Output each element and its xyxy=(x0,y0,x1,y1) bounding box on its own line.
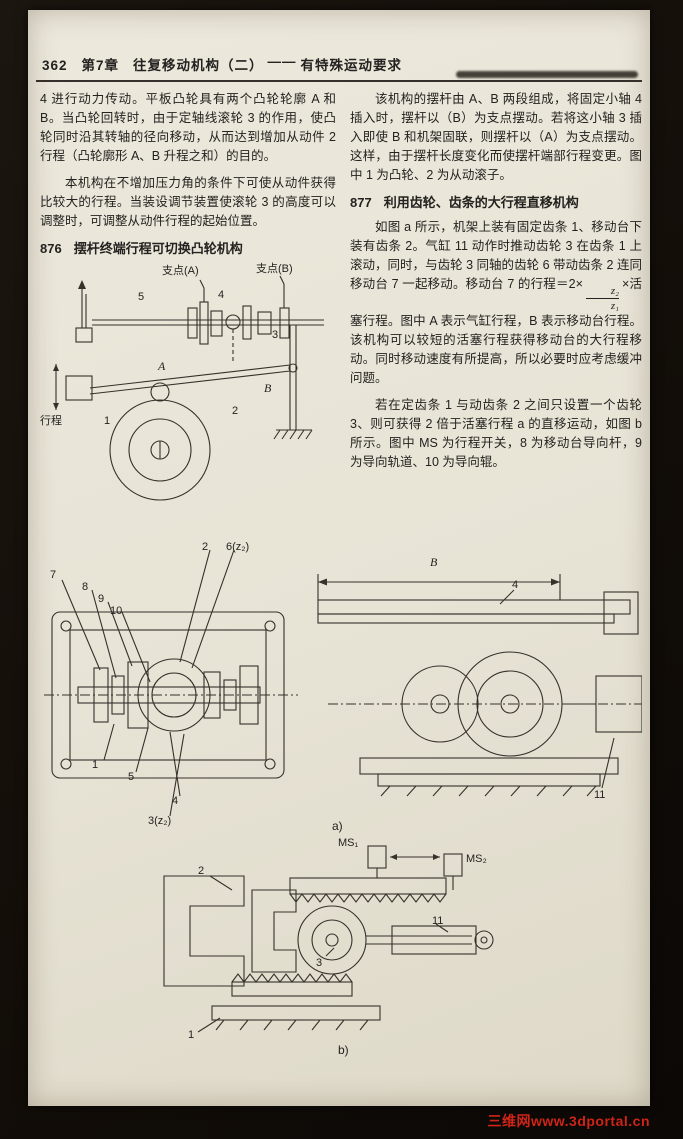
formula-text-after: ×活塞行程。图中 A 表示气缸行程，B 表示移动台行程。该机构可以较短的活塞行程… xyxy=(350,277,642,386)
fraction-denominator: z₁ xyxy=(585,297,619,313)
section-number: 877 xyxy=(350,195,372,210)
chapter-label: 第7章 xyxy=(81,58,120,73)
formula-text-before: 如图 a 所示，机架上装有固定齿条 1、移动台下装有齿条 2。气缸 11 动作时… xyxy=(350,220,642,291)
page-header: 362 第7章 往复移动机构（二） —— 有特殊运动要求 xyxy=(42,54,402,74)
figure-label-4: 4 xyxy=(218,289,225,301)
figure-label-10: 10 xyxy=(110,605,123,617)
figure-label-5: 5 xyxy=(128,771,135,783)
figure-label-pivot-a: 支点(A) xyxy=(162,265,199,277)
figure-877b-drawing xyxy=(163,845,494,1033)
figure-label-3: 3 xyxy=(316,957,323,969)
page-number: 362 xyxy=(42,58,68,73)
figure-label-2: 2 xyxy=(198,865,205,877)
figure-label-5: 5 xyxy=(138,291,145,303)
figure-tag-a: a) xyxy=(332,819,343,833)
figure-label-stroke-dim: 行程 xyxy=(40,415,62,427)
figure-876: 支点(A) 支点(B) 5 4 3 A B 1 2 行程 xyxy=(40,264,336,516)
figure-label-ms2: MS₂ xyxy=(466,853,487,865)
figure-label-dim-b: B xyxy=(430,555,438,569)
scan-smudge-artifact xyxy=(456,71,638,78)
figure-877a: 7 8 9 10 2 6(z₂) 1 5 4 3(z₂) B 4 11 a) xyxy=(42,542,642,834)
figure-label-a: A xyxy=(158,359,166,373)
figure-label-7: 7 xyxy=(50,569,57,581)
figure-876-drawing xyxy=(53,275,324,501)
paragraph: 若在定齿条 1 与动齿条 2 之间只设置一个齿轮 3、则可获得 2 倍于活塞行程… xyxy=(350,398,642,470)
figure-label-1: 1 xyxy=(92,759,99,771)
figure-label-1: 1 xyxy=(188,1029,195,1041)
figure-label-b: B xyxy=(264,381,272,395)
header-dash: —— xyxy=(267,54,297,69)
figure-tag-b: b) xyxy=(338,1043,349,1057)
fraction-numerator: z₂ xyxy=(610,285,619,297)
paragraph: 4 进行动力传动。平板凸轮具有两个凸轮轮廓 A 和 B。当凸轮回转时，由于定轴线… xyxy=(40,92,336,163)
section-number: 876 xyxy=(40,241,62,256)
paragraph: 该机构的摆杆由 A、B 两段组成，将固定小轴 4 插入时，摆杆以（B）为支点摆动… xyxy=(350,92,642,182)
figure-label-3: 3 xyxy=(272,329,279,341)
section-876-heading: 876 摆杆终端行程可切换凸轮机构 xyxy=(40,239,336,258)
chapter-title-group: 往复移动机构（二） —— 有特殊运动要求 xyxy=(133,54,402,74)
figure-877b: MS₁ MS₂ 2 11 3 1 b) xyxy=(140,832,580,1072)
watermark: 三维网www.3dportal.cn xyxy=(487,1113,650,1129)
chapter-title: 往复移动机构（二） xyxy=(133,58,264,73)
figure-label-4: 4 xyxy=(172,795,179,807)
figure-label-9: 9 xyxy=(98,593,105,605)
paragraph: 本机构在不增加压力角的条件下可使从动件获得比较大的行程。当装设调节装置使滚轮 3… xyxy=(40,176,336,228)
figure-label-2: 2 xyxy=(232,405,239,417)
section-title: 摆杆终端行程可切换凸轮机构 xyxy=(73,241,243,256)
section-877-heading: 877 利用齿轮、齿条的大行程直移机构 xyxy=(350,193,642,212)
section-title: 利用齿轮、齿条的大行程直移机构 xyxy=(383,195,579,210)
figure-label-11: 11 xyxy=(594,789,606,801)
figure-label-2: 2 xyxy=(202,541,209,553)
scanned-book-page: 362 第7章 往复移动机构（二） —— 有特殊运动要求 4 进行动力传动。平板… xyxy=(28,10,650,1106)
figure-label-pivot-b: 支点(B) xyxy=(256,263,293,275)
figure-label-11: 11 xyxy=(432,915,444,927)
header-rule xyxy=(36,80,642,82)
figure-label-6: 6(z₂) xyxy=(226,541,250,553)
paragraph-with-formula: 如图 a 所示，机架上装有固定齿条 1、移动台下装有齿条 2。气缸 11 动作时… xyxy=(350,218,642,388)
figure-label-3: 3(z₂) xyxy=(148,815,172,827)
right-column: 该机构的摆杆由 A、B 两段组成，将固定小轴 4 插入时，摆杆以（B）为支点摆动… xyxy=(350,90,642,480)
figure-label-ms1: MS₁ xyxy=(338,837,359,849)
figure-877a-drawing xyxy=(44,549,642,817)
figure-label-dim-4: 4 xyxy=(512,579,519,591)
left-column: 4 进行动力传动。平板凸轮具有两个凸轮轮廓 A 和 B。当凸轮回转时，由于定轴线… xyxy=(40,90,336,516)
chapter-subtitle: 有特殊运动要求 xyxy=(300,58,403,73)
figure-label-1: 1 xyxy=(104,415,111,427)
figure-label-8: 8 xyxy=(82,581,89,593)
